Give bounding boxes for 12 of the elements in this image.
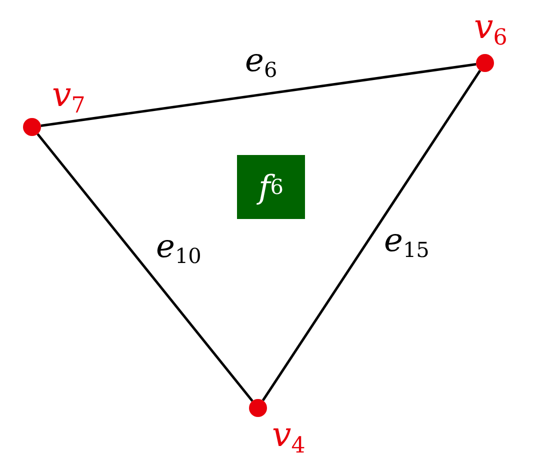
edge-line — [40, 63, 476, 127]
vertex-label: v$_{6}$ — [474, 10, 508, 49]
vertex-label: v$_{7}$ — [52, 78, 86, 117]
vertex-dot — [249, 399, 267, 417]
edge-line — [36, 133, 254, 402]
vertex-dot — [476, 54, 494, 72]
vertex-dot — [23, 118, 41, 136]
edge-label: e$_{6}$ — [245, 44, 278, 82]
edge-label: e$_{10}$ — [156, 230, 202, 268]
edge-line — [262, 70, 482, 402]
edge-label: e$_{15}$ — [384, 224, 430, 262]
vertex-label: v$_{4}$ — [272, 418, 306, 457]
